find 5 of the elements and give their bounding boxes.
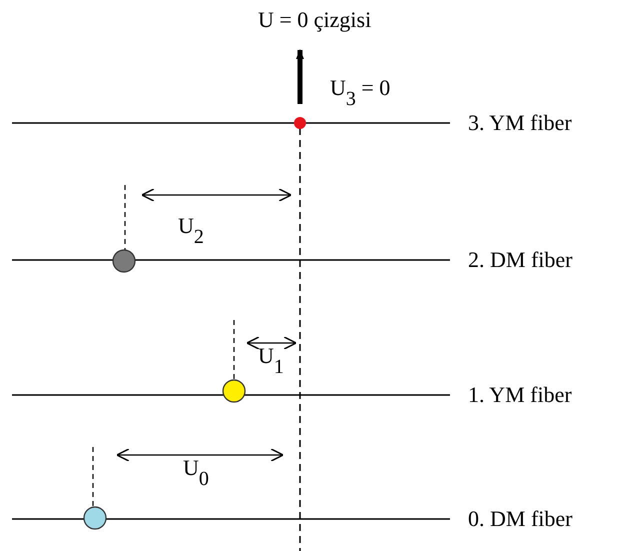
fiber-label: 1. YM fiber [468,383,572,407]
fiber-label: 0. DM fiber [468,507,572,531]
line-label: U = 0 çizgisi [258,8,372,32]
fiber-label: 3. YM fiber [468,111,572,135]
fiber-label: 2. DM fiber [468,248,572,272]
